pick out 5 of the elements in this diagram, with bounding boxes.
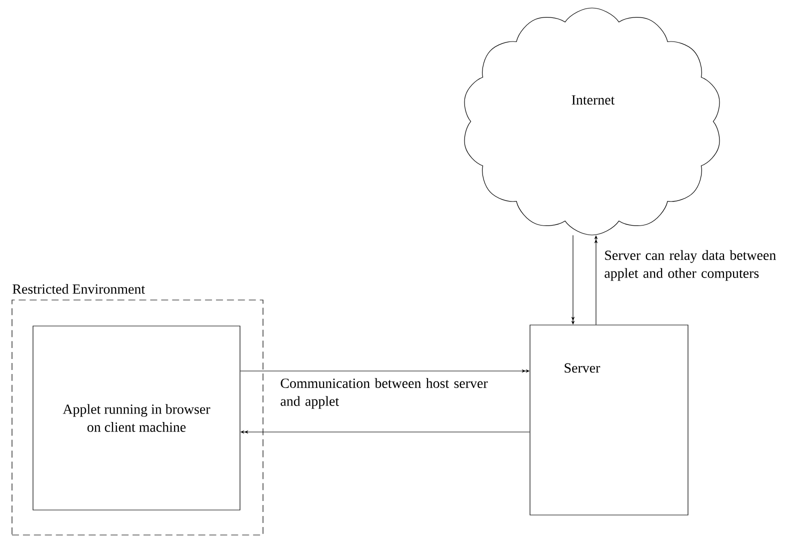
note-text: Communication between host server and applet [280, 378, 488, 409]
process-box: Applet running in browser on client machine [32, 326, 240, 510]
note-text: Server can relay data between applet and other computers [604, 250, 776, 281]
node-label: Restricted Environment [12, 284, 146, 294]
process-box: Server [530, 324, 688, 516]
